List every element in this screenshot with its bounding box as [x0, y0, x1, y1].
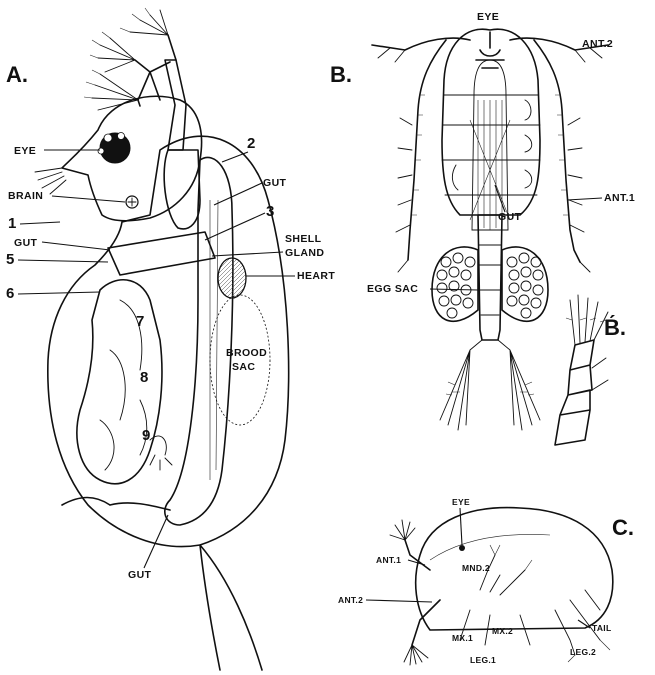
label-ant1-c: ANT.1	[376, 555, 401, 565]
label-number-9: 9	[142, 427, 150, 444]
abdomen-b	[478, 215, 502, 340]
panel-b-drawing	[372, 29, 608, 445]
label-ant2-b: ANT.2	[582, 38, 613, 50]
label-gut-bottom: GUT	[128, 569, 152, 581]
label-number-7: 7	[136, 313, 144, 330]
appendage-detail-b-prime	[555, 340, 594, 445]
label-gut-left: GUT	[14, 237, 38, 249]
label-ant1-b: ANT.1	[604, 192, 635, 204]
label-number-6: 6	[6, 285, 14, 302]
panel-label-b-prime: B́.	[604, 315, 626, 340]
label-shell-gland-line2: GLAND	[285, 247, 324, 259]
panel-label-a: A.	[6, 62, 28, 87]
antenna-1-left	[408, 40, 446, 260]
label-gut-b: GUT	[498, 211, 522, 223]
ostracod-shell	[416, 508, 613, 630]
label-tail: TAIL	[592, 623, 611, 633]
label-leg1: LEG.1	[470, 655, 496, 665]
label-mx1: MX.1	[452, 633, 473, 643]
label-brood-sac-line1: BROOD	[226, 347, 267, 359]
panel-label-b: B.	[330, 62, 352, 87]
label-shell-gland-line1: SHELL	[285, 233, 322, 245]
label-eye-b: EYE	[477, 11, 499, 23]
label-heart: HEART	[297, 270, 335, 282]
tail-spine	[62, 498, 170, 511]
label-mx2: MX.2	[492, 626, 513, 636]
heart	[218, 258, 246, 298]
label-eye-c: EYE	[452, 497, 470, 507]
panel-a-drawing	[35, 8, 289, 670]
label-eye-a: EYE	[14, 145, 36, 157]
thoracic-legs	[77, 280, 162, 484]
cephalothorax	[442, 29, 540, 215]
label-number-3: 3	[266, 203, 274, 220]
ostracod-eye	[459, 545, 465, 551]
panel-c-drawing	[390, 508, 613, 665]
panel-label-c: C.	[612, 515, 634, 540]
label-number-8: 8	[140, 369, 148, 386]
label-brain: BRAIN	[8, 190, 43, 202]
label-brood-sac-line2: SAC	[232, 361, 255, 373]
label-number-2: 2	[247, 135, 255, 152]
label-number-1: 1	[8, 215, 16, 232]
brood-sac	[210, 295, 270, 425]
label-egg-sac: EGG SAC	[367, 283, 418, 295]
label-number-5: 5	[6, 251, 14, 268]
shell-gland	[108, 232, 215, 275]
antenna-base	[164, 150, 200, 229]
antenna-1-right	[534, 40, 580, 262]
second-antenna	[165, 60, 186, 150]
label-gut-upper: GUT	[263, 177, 287, 189]
label-mnd2: MND.2	[462, 563, 490, 573]
label-leg2: LEG.2	[570, 647, 596, 657]
carapace-outline	[48, 136, 289, 546]
label-ant2-c: ANT.2	[338, 595, 363, 605]
